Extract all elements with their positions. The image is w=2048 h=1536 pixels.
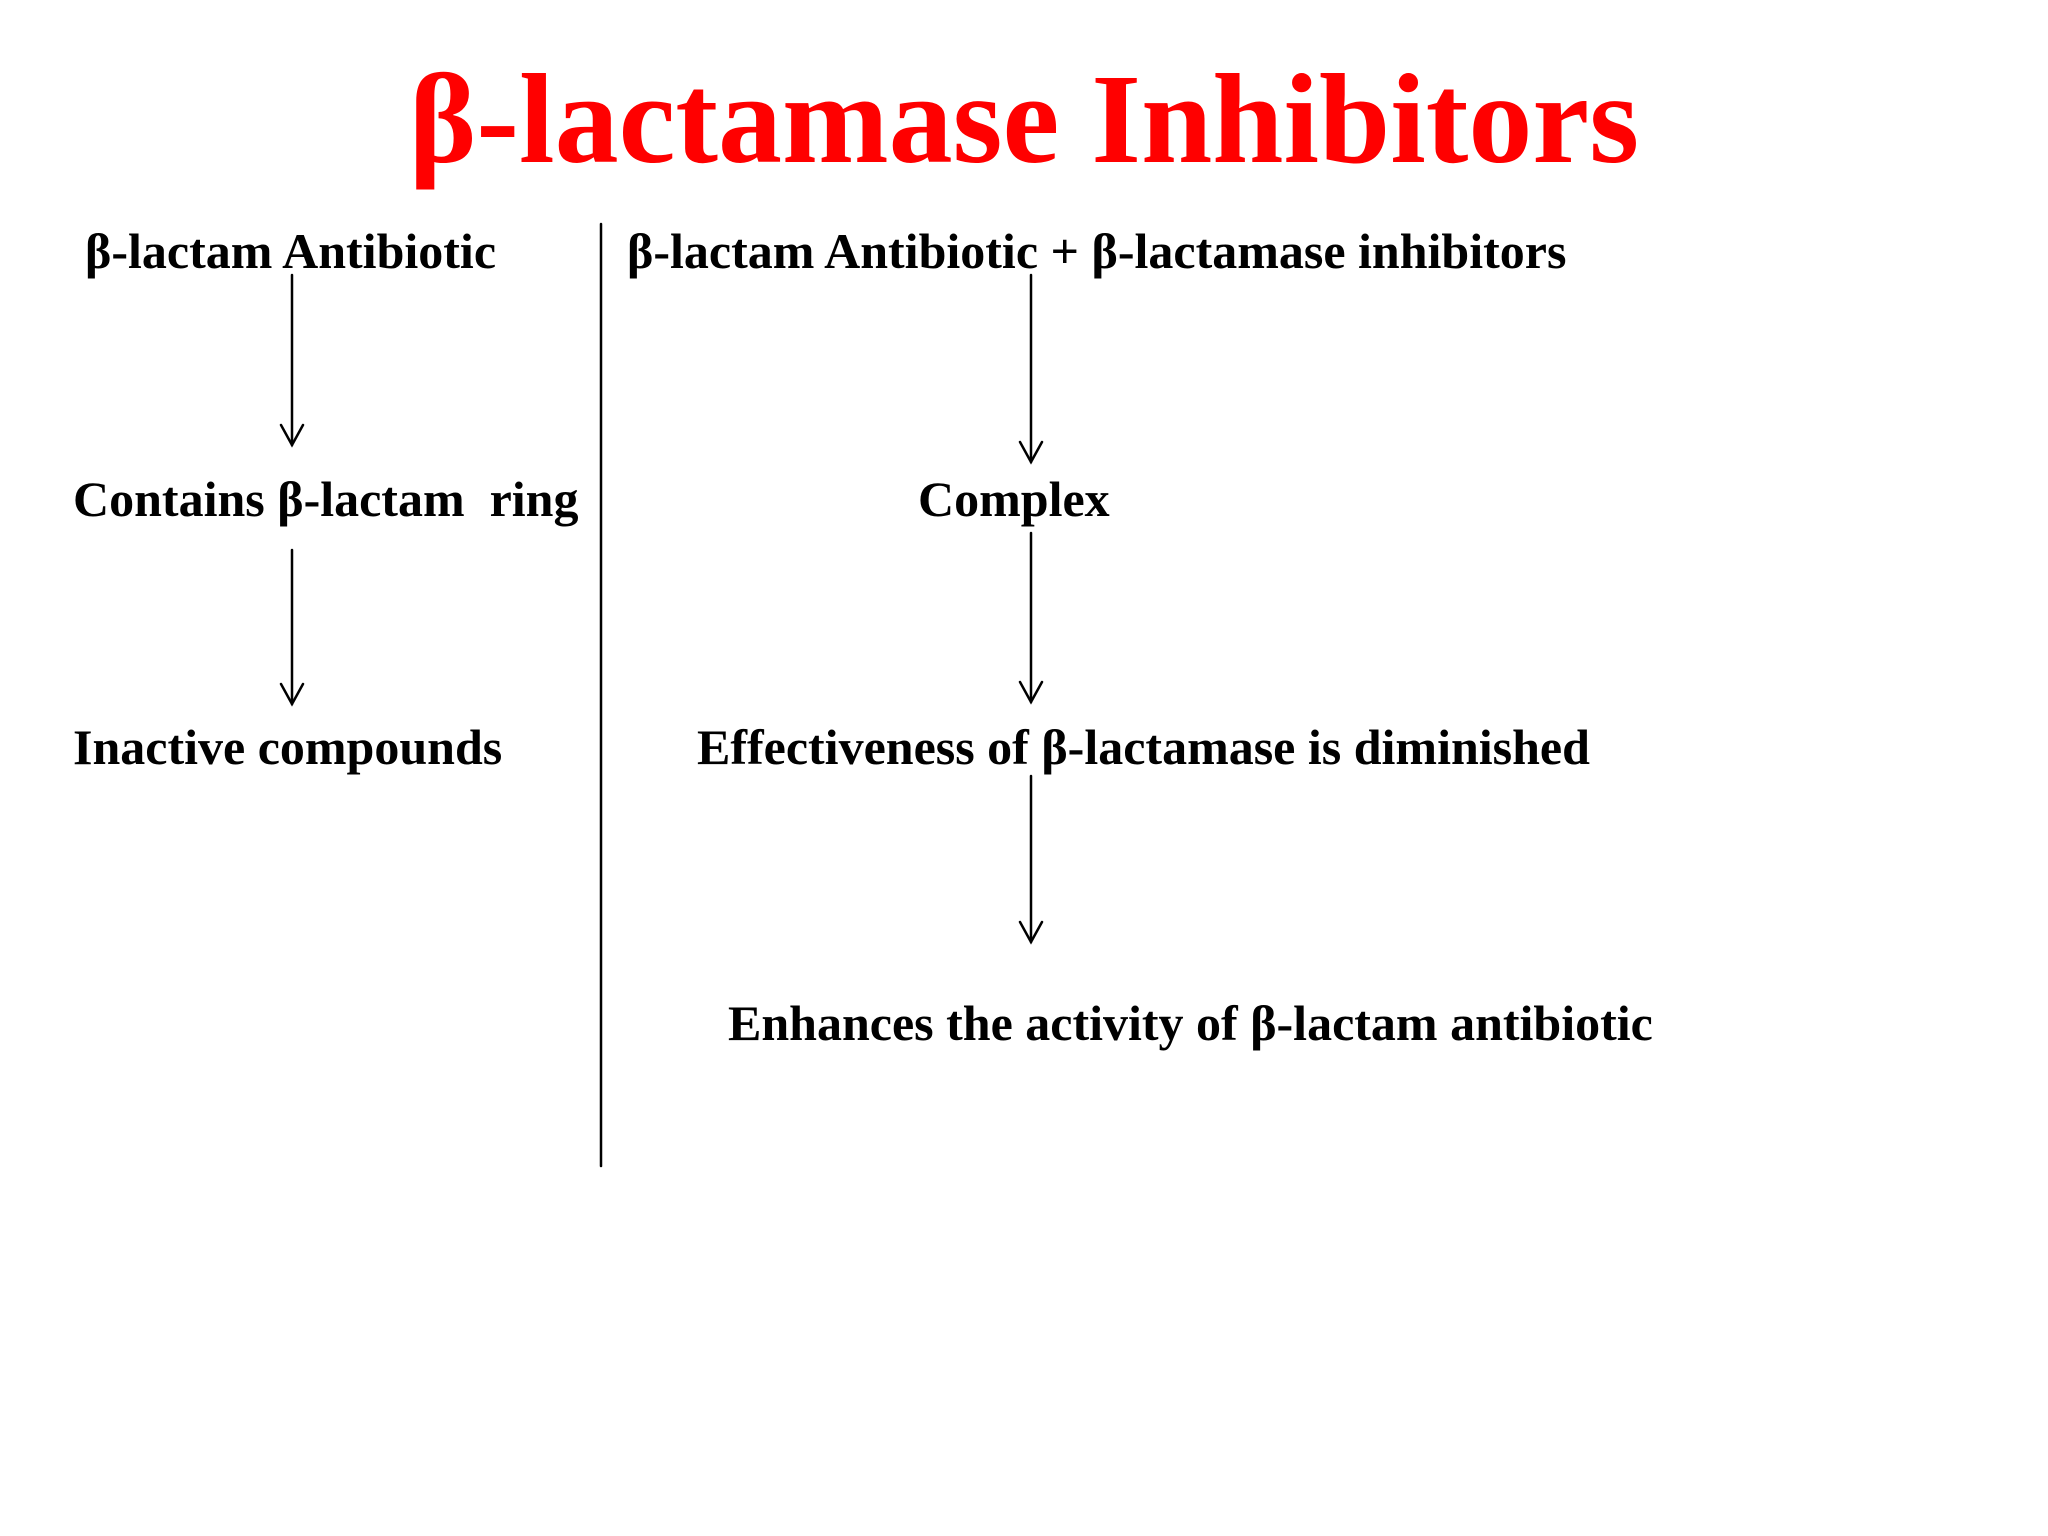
left-middle-node: Contains β-lactam ring	[73, 471, 579, 527]
right-start-node: β-lactam Antibiotic + β-lactamase inhibi…	[627, 223, 1567, 279]
right-end-node: Enhances the activity of β-lactam antibi…	[728, 995, 1653, 1051]
right-arrow-3	[1018, 774, 1044, 945]
left-start-node: β-lactam Antibiotic	[85, 223, 497, 279]
right-middle-node: Complex	[918, 471, 1110, 527]
left-arrow-1	[279, 273, 305, 448]
right-arrow-2	[1018, 531, 1044, 705]
left-end-node: Inactive compounds	[73, 719, 503, 775]
right-arrow-1	[1018, 273, 1044, 465]
left-arrow-2	[279, 548, 305, 707]
right-step3-node: Effectiveness of β-lactamase is diminish…	[697, 719, 1590, 775]
page-title: β-lactamase Inhibitors	[408, 48, 1640, 190]
